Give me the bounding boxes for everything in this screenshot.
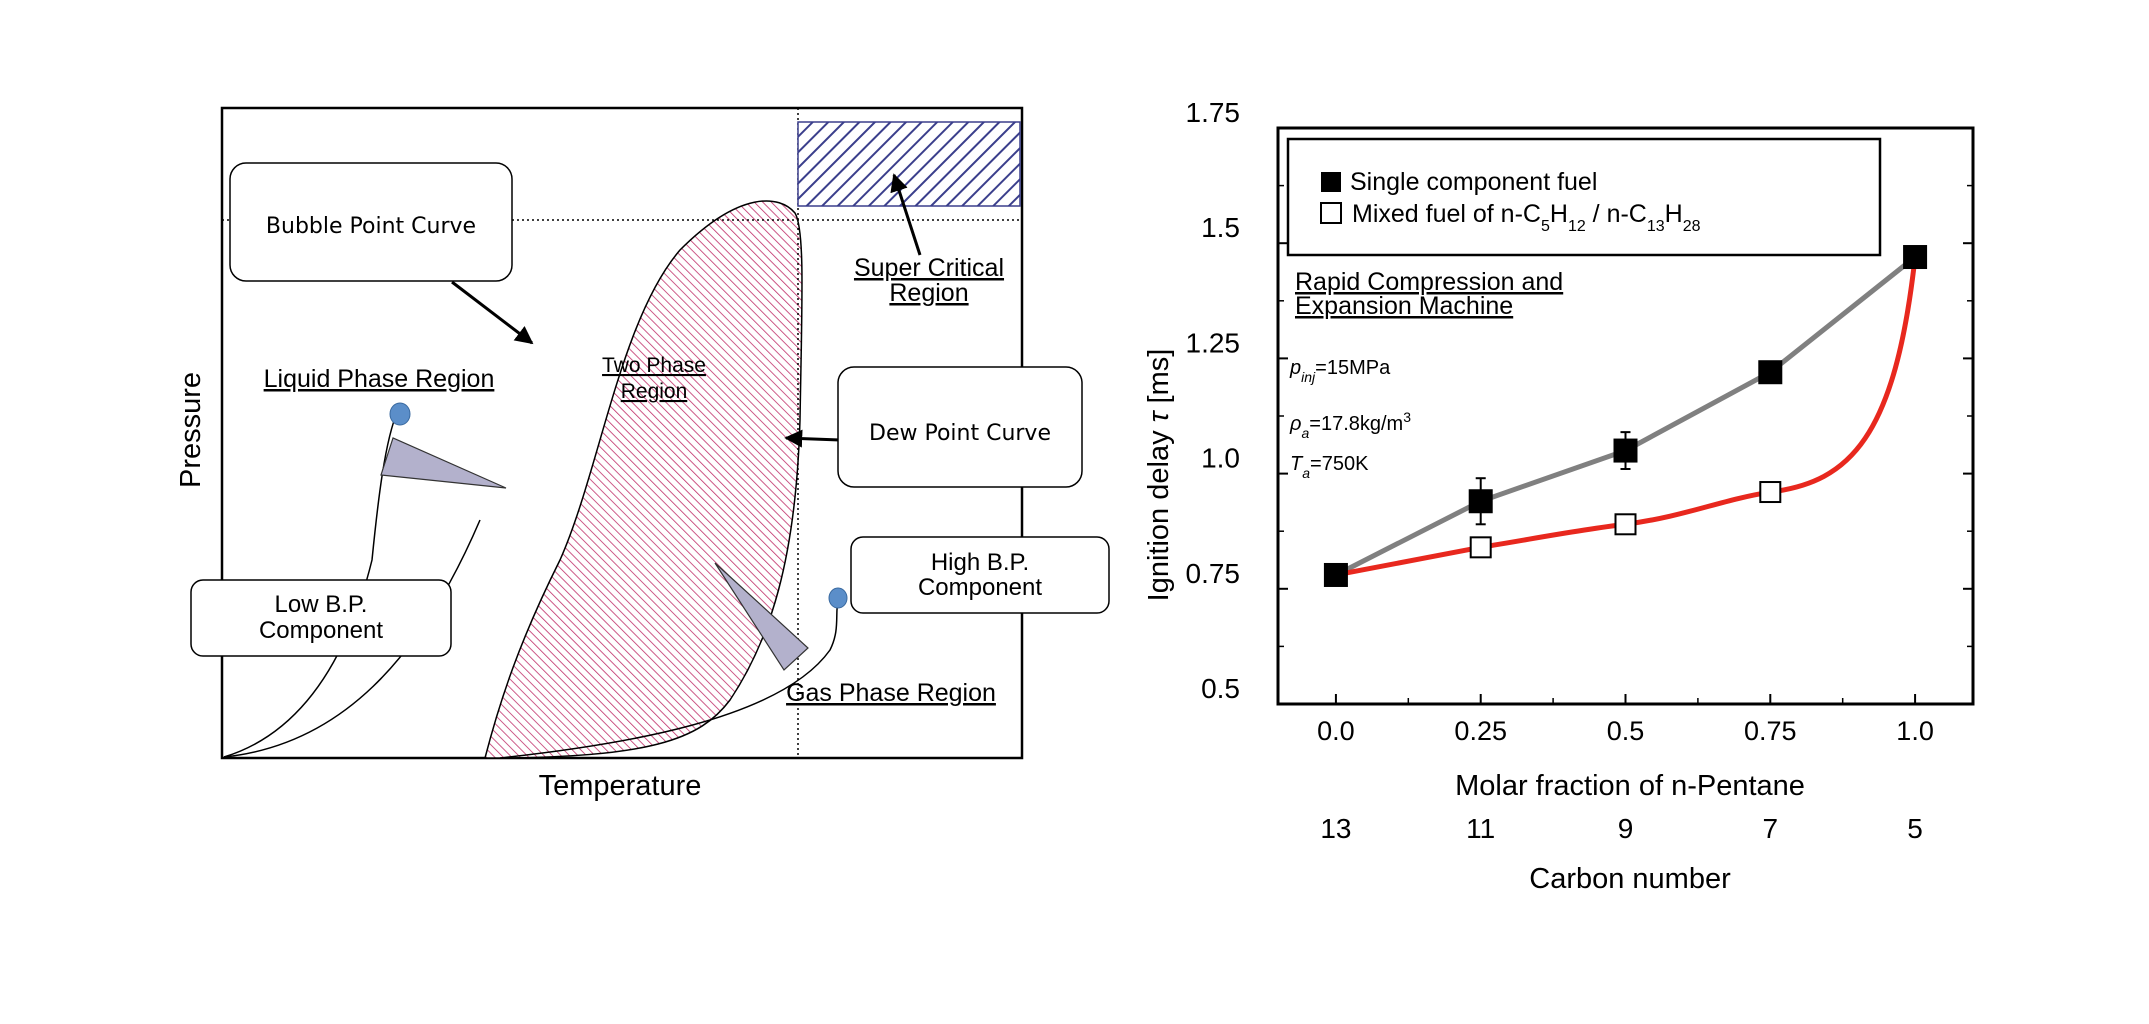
marker-single bbox=[1613, 438, 1638, 463]
high-bp-curve bbox=[499, 599, 839, 759]
x-tick-label: 0.25 bbox=[1454, 716, 1507, 746]
phase-diagram: Bubble Point Curve Dew Point Curve Low B… bbox=[175, 106, 1110, 802]
legend-single-label: Single component fuel bbox=[1350, 168, 1597, 196]
high-bp-marker bbox=[828, 587, 848, 609]
annotation-title-1: Rapid Compression and bbox=[1295, 268, 1563, 296]
bubble-point-box bbox=[229, 162, 513, 282]
high-bp-label-2: Component bbox=[918, 574, 1042, 601]
secondary-x-tick-label: 9 bbox=[1618, 813, 1634, 844]
y-tick-label: 0.5 bbox=[1201, 673, 1240, 704]
y-tick-label: 1.5 bbox=[1201, 212, 1240, 243]
marker-mixed bbox=[1759, 481, 1782, 504]
secondary-x-axis-title: Carbon number bbox=[1529, 863, 1731, 895]
marker-single bbox=[1903, 245, 1928, 270]
bubble-point-label: Bubble Point Curve bbox=[266, 214, 476, 239]
annotation-title-2: Expansion Machine bbox=[1295, 292, 1513, 320]
x-tick-label: 0.75 bbox=[1744, 716, 1797, 746]
marker-single bbox=[1468, 489, 1493, 514]
high-bp-box bbox=[850, 536, 1110, 614]
secondary-x-tick-label: 7 bbox=[1763, 813, 1779, 844]
ticks-layer: 0.0 13 0.25 11 0.5 9 0.75 7 1.0 5 0.5 0.75 1.0 1.25 1.… bbox=[1186, 97, 1973, 844]
annotation-rho: ρa=17.8kg/m3 bbox=[1289, 409, 1411, 441]
low-bp-label-2: Component bbox=[259, 617, 383, 644]
super-critical-arrow bbox=[890, 173, 922, 256]
ignition-delay-chart: 0.0 13 0.25 11 0.5 9 0.75 7 1.0 5 0.5 0.75 1.0 1.25 1.… bbox=[1143, 97, 1975, 895]
x-tick-label: 1.0 bbox=[1896, 716, 1934, 746]
marker-single bbox=[1758, 360, 1783, 385]
two-phase-label-2: Region bbox=[621, 380, 688, 403]
secondary-x-tick-label: 5 bbox=[1907, 813, 1923, 844]
secondary-x-tick-label: 11 bbox=[1466, 813, 1495, 844]
marker-mixed bbox=[1469, 536, 1492, 559]
annotation-ta: Ta=750K bbox=[1290, 453, 1369, 481]
dew-point-label: Dew Point Curve bbox=[869, 421, 1051, 446]
dew-arrow bbox=[784, 429, 841, 448]
gas-phase-label: Gas Phase Region bbox=[786, 679, 996, 707]
bubble-arrow bbox=[451, 280, 534, 345]
y-axis-title: Ignition delay τ [ms] bbox=[1143, 349, 1175, 602]
two-phase-label-1: Two Phase bbox=[602, 354, 706, 377]
marker-mixed bbox=[1614, 513, 1637, 536]
gas-pointer bbox=[714, 562, 809, 671]
marker-single bbox=[1323, 562, 1348, 587]
bubble-point-curve-line bbox=[223, 519, 481, 758]
super-critical-label-2: Region bbox=[889, 279, 968, 307]
high-bp-label-1: High B.P. bbox=[931, 549, 1029, 576]
annotation-pinj: pinj=15MPa bbox=[1289, 357, 1391, 385]
dew-point-box bbox=[837, 366, 1083, 488]
two-phase-envelope bbox=[484, 200, 803, 759]
legend-single-swatch bbox=[1321, 172, 1341, 192]
low-bp-marker bbox=[389, 402, 411, 426]
x-tick-label: 0.5 bbox=[1607, 716, 1645, 746]
y-tick-label: 1.25 bbox=[1186, 327, 1241, 358]
super-critical-box bbox=[797, 121, 1021, 207]
super-critical-label-1: Super Critical bbox=[854, 254, 1004, 282]
x-tick-label: 0.0 bbox=[1317, 716, 1355, 746]
liquid-phase-label: Liquid Phase Region bbox=[264, 365, 495, 393]
pd-y-axis-label: Pressure bbox=[175, 372, 207, 488]
legend-mixed-swatch bbox=[1320, 202, 1342, 224]
pd-x-axis-label: Temperature bbox=[539, 770, 702, 802]
series-mixed-line bbox=[1335, 256, 1918, 578]
legend-box bbox=[1286, 137, 1882, 257]
y-tick-label: 1.0 bbox=[1201, 443, 1240, 474]
y-tick-label: 0.75 bbox=[1186, 558, 1241, 589]
low-bp-box bbox=[190, 579, 452, 657]
liquid-pointer bbox=[380, 437, 507, 489]
legend-mixed-label: Mixed fuel of n-C5H12 / n-C13H28 bbox=[1352, 200, 1701, 235]
low-bp-label-1: Low B.P. bbox=[275, 591, 368, 618]
markers bbox=[1323, 245, 1928, 587]
y-tick-label: 1.75 bbox=[1186, 97, 1241, 128]
secondary-x-tick-label: 13 bbox=[1320, 813, 1351, 844]
x-axis-title: Molar fraction of n-Pentane bbox=[1455, 770, 1805, 802]
